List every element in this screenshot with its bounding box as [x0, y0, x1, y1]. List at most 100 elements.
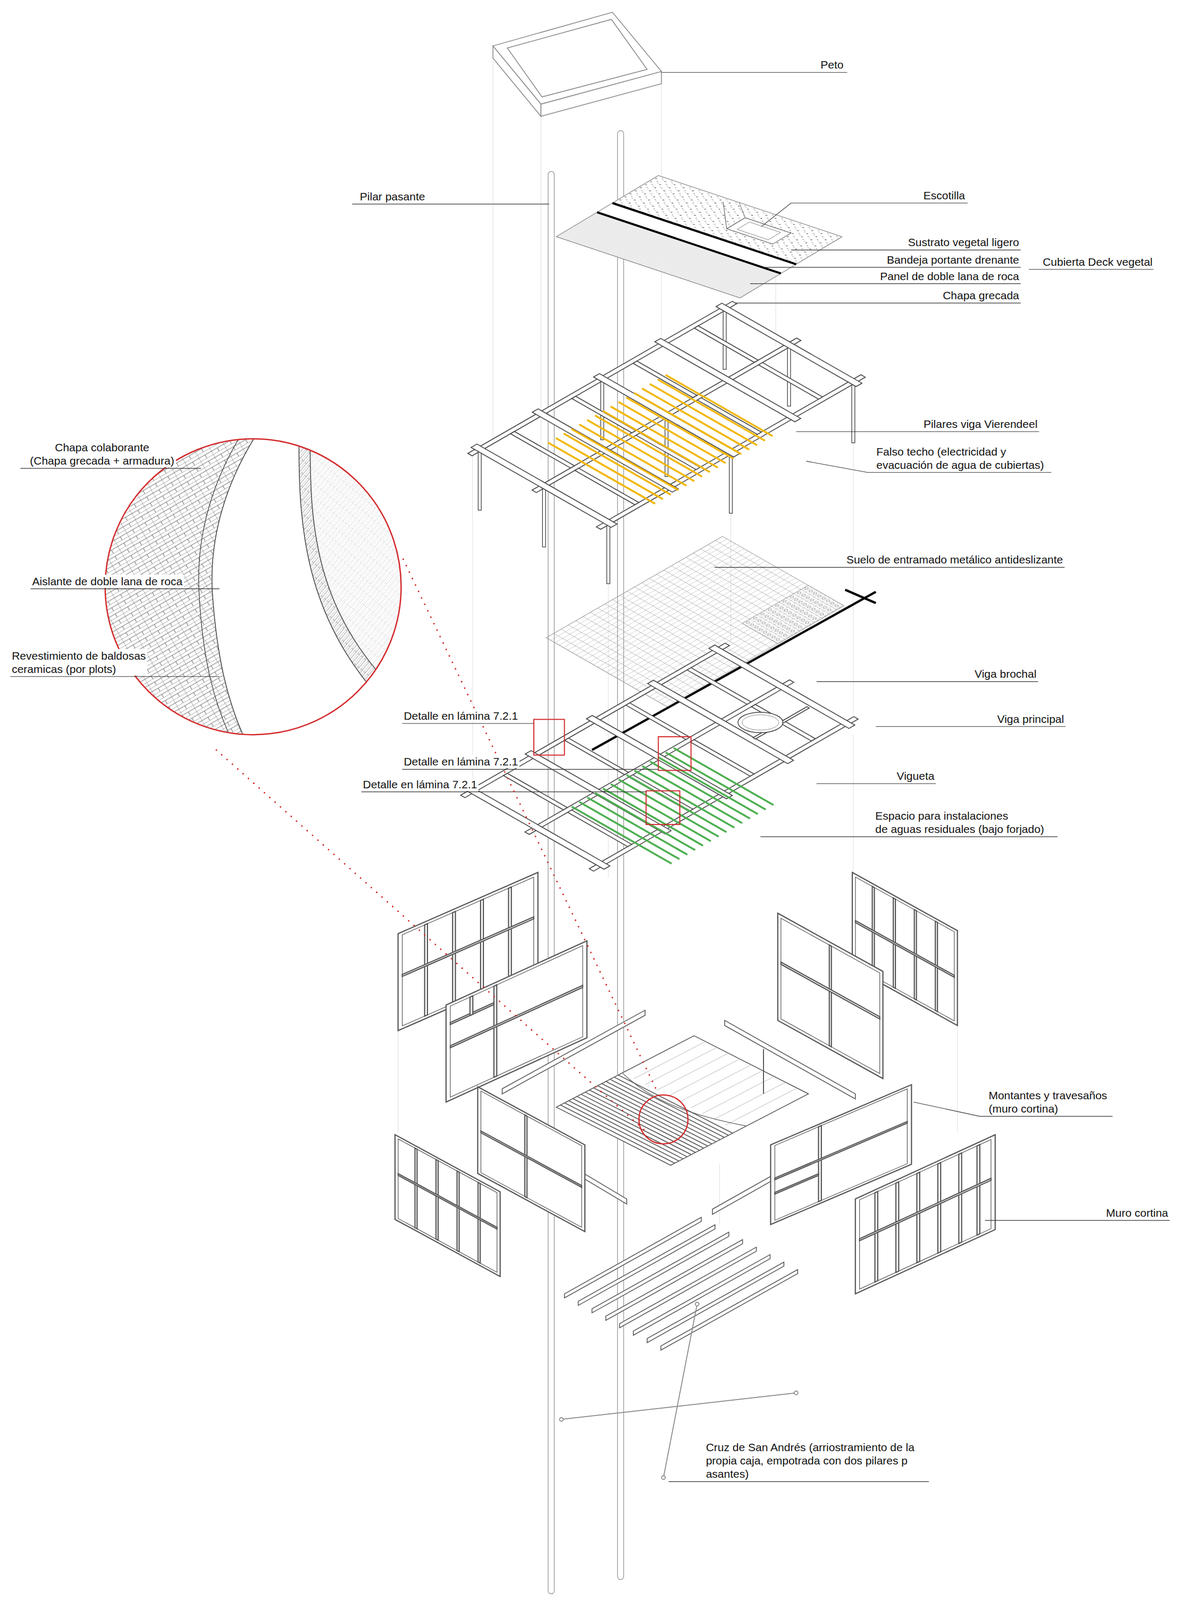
- part-label: Viga principal: [995, 712, 1067, 726]
- sewage-services-lines: [571, 806, 672, 864]
- green-roof: [736, 222, 781, 240]
- leader-line: [763, 266, 1021, 268]
- curtain-wall-panel: [777, 913, 884, 1079]
- false-ceiling-lines: [626, 397, 734, 459]
- leader-line: [401, 723, 534, 724]
- curtain-wall-panel: [774, 1121, 908, 1180]
- curtain-wall-panel: [977, 1144, 980, 1236]
- floor-frame: [690, 739, 754, 777]
- vierendeel-columns: [851, 381, 855, 443]
- leader-line: [668, 1481, 929, 1483]
- projection-guides: [719, 1163, 720, 1225]
- curtain-wall-panel: [395, 1135, 501, 1278]
- vierendeel-columns: [542, 485, 546, 548]
- green-roof: [726, 217, 792, 245]
- false-ceiling-lines: [563, 433, 671, 495]
- zoom-dotted-line: [216, 750, 645, 1131]
- cross-bracing: [663, 1304, 698, 1478]
- projection-guides: [472, 454, 473, 786]
- curtain-wall-panel: [916, 1172, 920, 1263]
- leader-line: [875, 726, 1066, 727]
- zoom-dotted-line: [216, 559, 659, 1131]
- grating-floor: [546, 536, 844, 708]
- curtain-wall-panel: [480, 1131, 582, 1188]
- floor-frame: [625, 702, 690, 740]
- false-ceiling-lines: [649, 383, 758, 446]
- curtain-wall-panel: [777, 913, 884, 1079]
- composite-slab: [679, 1064, 752, 1103]
- zoom-detail: [298, 433, 421, 727]
- leader-line: [1028, 269, 1154, 270]
- vierendeel-frame: [510, 431, 575, 469]
- sewage-services-lines: [610, 784, 711, 842]
- false-ceiling-lines: [610, 406, 718, 468]
- composite-slab: [633, 1041, 706, 1079]
- composite-slab: [714, 1082, 786, 1120]
- composite-slab: [656, 1053, 729, 1091]
- vierendeel-frame: [574, 468, 639, 506]
- through-columns: [548, 130, 624, 1595]
- false-ceiling-lines: [555, 438, 664, 500]
- floor-joist: [660, 1269, 798, 1351]
- curtain-wall-panel: [493, 985, 497, 1078]
- green-roof: [612, 203, 797, 265]
- grating-floor: [742, 585, 845, 644]
- false-ceiling-lines: [641, 388, 750, 450]
- curtain-wall-panel: [781, 918, 880, 1074]
- curtain-wall-panel: [446, 941, 587, 1103]
- part-label: Sustrato vegetal ligero: [906, 235, 1021, 249]
- part-label: Cruz de San Andrés (arriostramiento de l…: [704, 1440, 917, 1481]
- false-ceiling-lines: [602, 410, 711, 473]
- part-label: Bandeja portante drenante: [885, 253, 1021, 267]
- leader-line: [30, 588, 220, 590]
- cross-bracing: [661, 1475, 666, 1480]
- part-label: Peto: [818, 57, 845, 72]
- leader-line: [401, 769, 659, 770]
- curtain-wall-panel: [446, 941, 587, 1103]
- parapet: [492, 12, 662, 117]
- composite-slab: [589, 1090, 704, 1149]
- curtain-wall-panel: [508, 887, 511, 980]
- curtain-wall-panel: [958, 1153, 962, 1244]
- green-roof: [556, 175, 843, 298]
- leader-line: [985, 1220, 1170, 1221]
- part-label: Revestimiento de baldosas ceramicas (por…: [10, 649, 148, 676]
- curtain-wall-panel: [855, 1135, 996, 1295]
- curtain-wall-panel: [829, 945, 832, 1048]
- sewage-services-lines: [626, 775, 727, 833]
- projection-guides: [852, 442, 854, 715]
- vierendeel-frame: [471, 443, 617, 528]
- sewage-services-lines: [579, 802, 680, 860]
- floor-frame: [686, 667, 751, 705]
- curtain-wall-panel: [398, 1173, 498, 1230]
- curtain-wall-panel: [477, 1182, 481, 1264]
- vierendeel-frame: [532, 338, 802, 493]
- sewage-services-lines: [587, 797, 688, 855]
- composite-slab: [593, 1088, 708, 1147]
- composite-slab: [585, 1092, 700, 1151]
- curtain-wall-panel: [415, 1148, 418, 1230]
- sewage-services-lines: [642, 766, 743, 824]
- leader-line: [816, 681, 1039, 683]
- sewage-services-lines: [657, 757, 758, 815]
- floor-joist: [647, 1262, 784, 1344]
- vierendeel-columns: [477, 449, 482, 511]
- vierendeel-columns: [600, 378, 604, 440]
- parapet: [492, 12, 662, 105]
- composite-slab: [633, 1041, 797, 1126]
- green-roof: [612, 175, 843, 265]
- floor-opening: [742, 715, 779, 731]
- projection-guides: [957, 1020, 958, 1134]
- leader-line: [20, 468, 201, 469]
- false-ceiling-lines: [657, 379, 766, 441]
- projection-guides: [397, 1030, 399, 1134]
- detail-callout-circle: [639, 1095, 689, 1145]
- leader-line: [10, 468, 220, 677]
- floor-frame: [647, 680, 794, 765]
- part-label: Pilares viga Vierendeel: [921, 417, 1039, 431]
- green-roof: [556, 175, 843, 298]
- composite-slab: [725, 1088, 797, 1126]
- false-ceiling-lines: [586, 420, 695, 482]
- curtain-wall-panel: [470, 995, 473, 1016]
